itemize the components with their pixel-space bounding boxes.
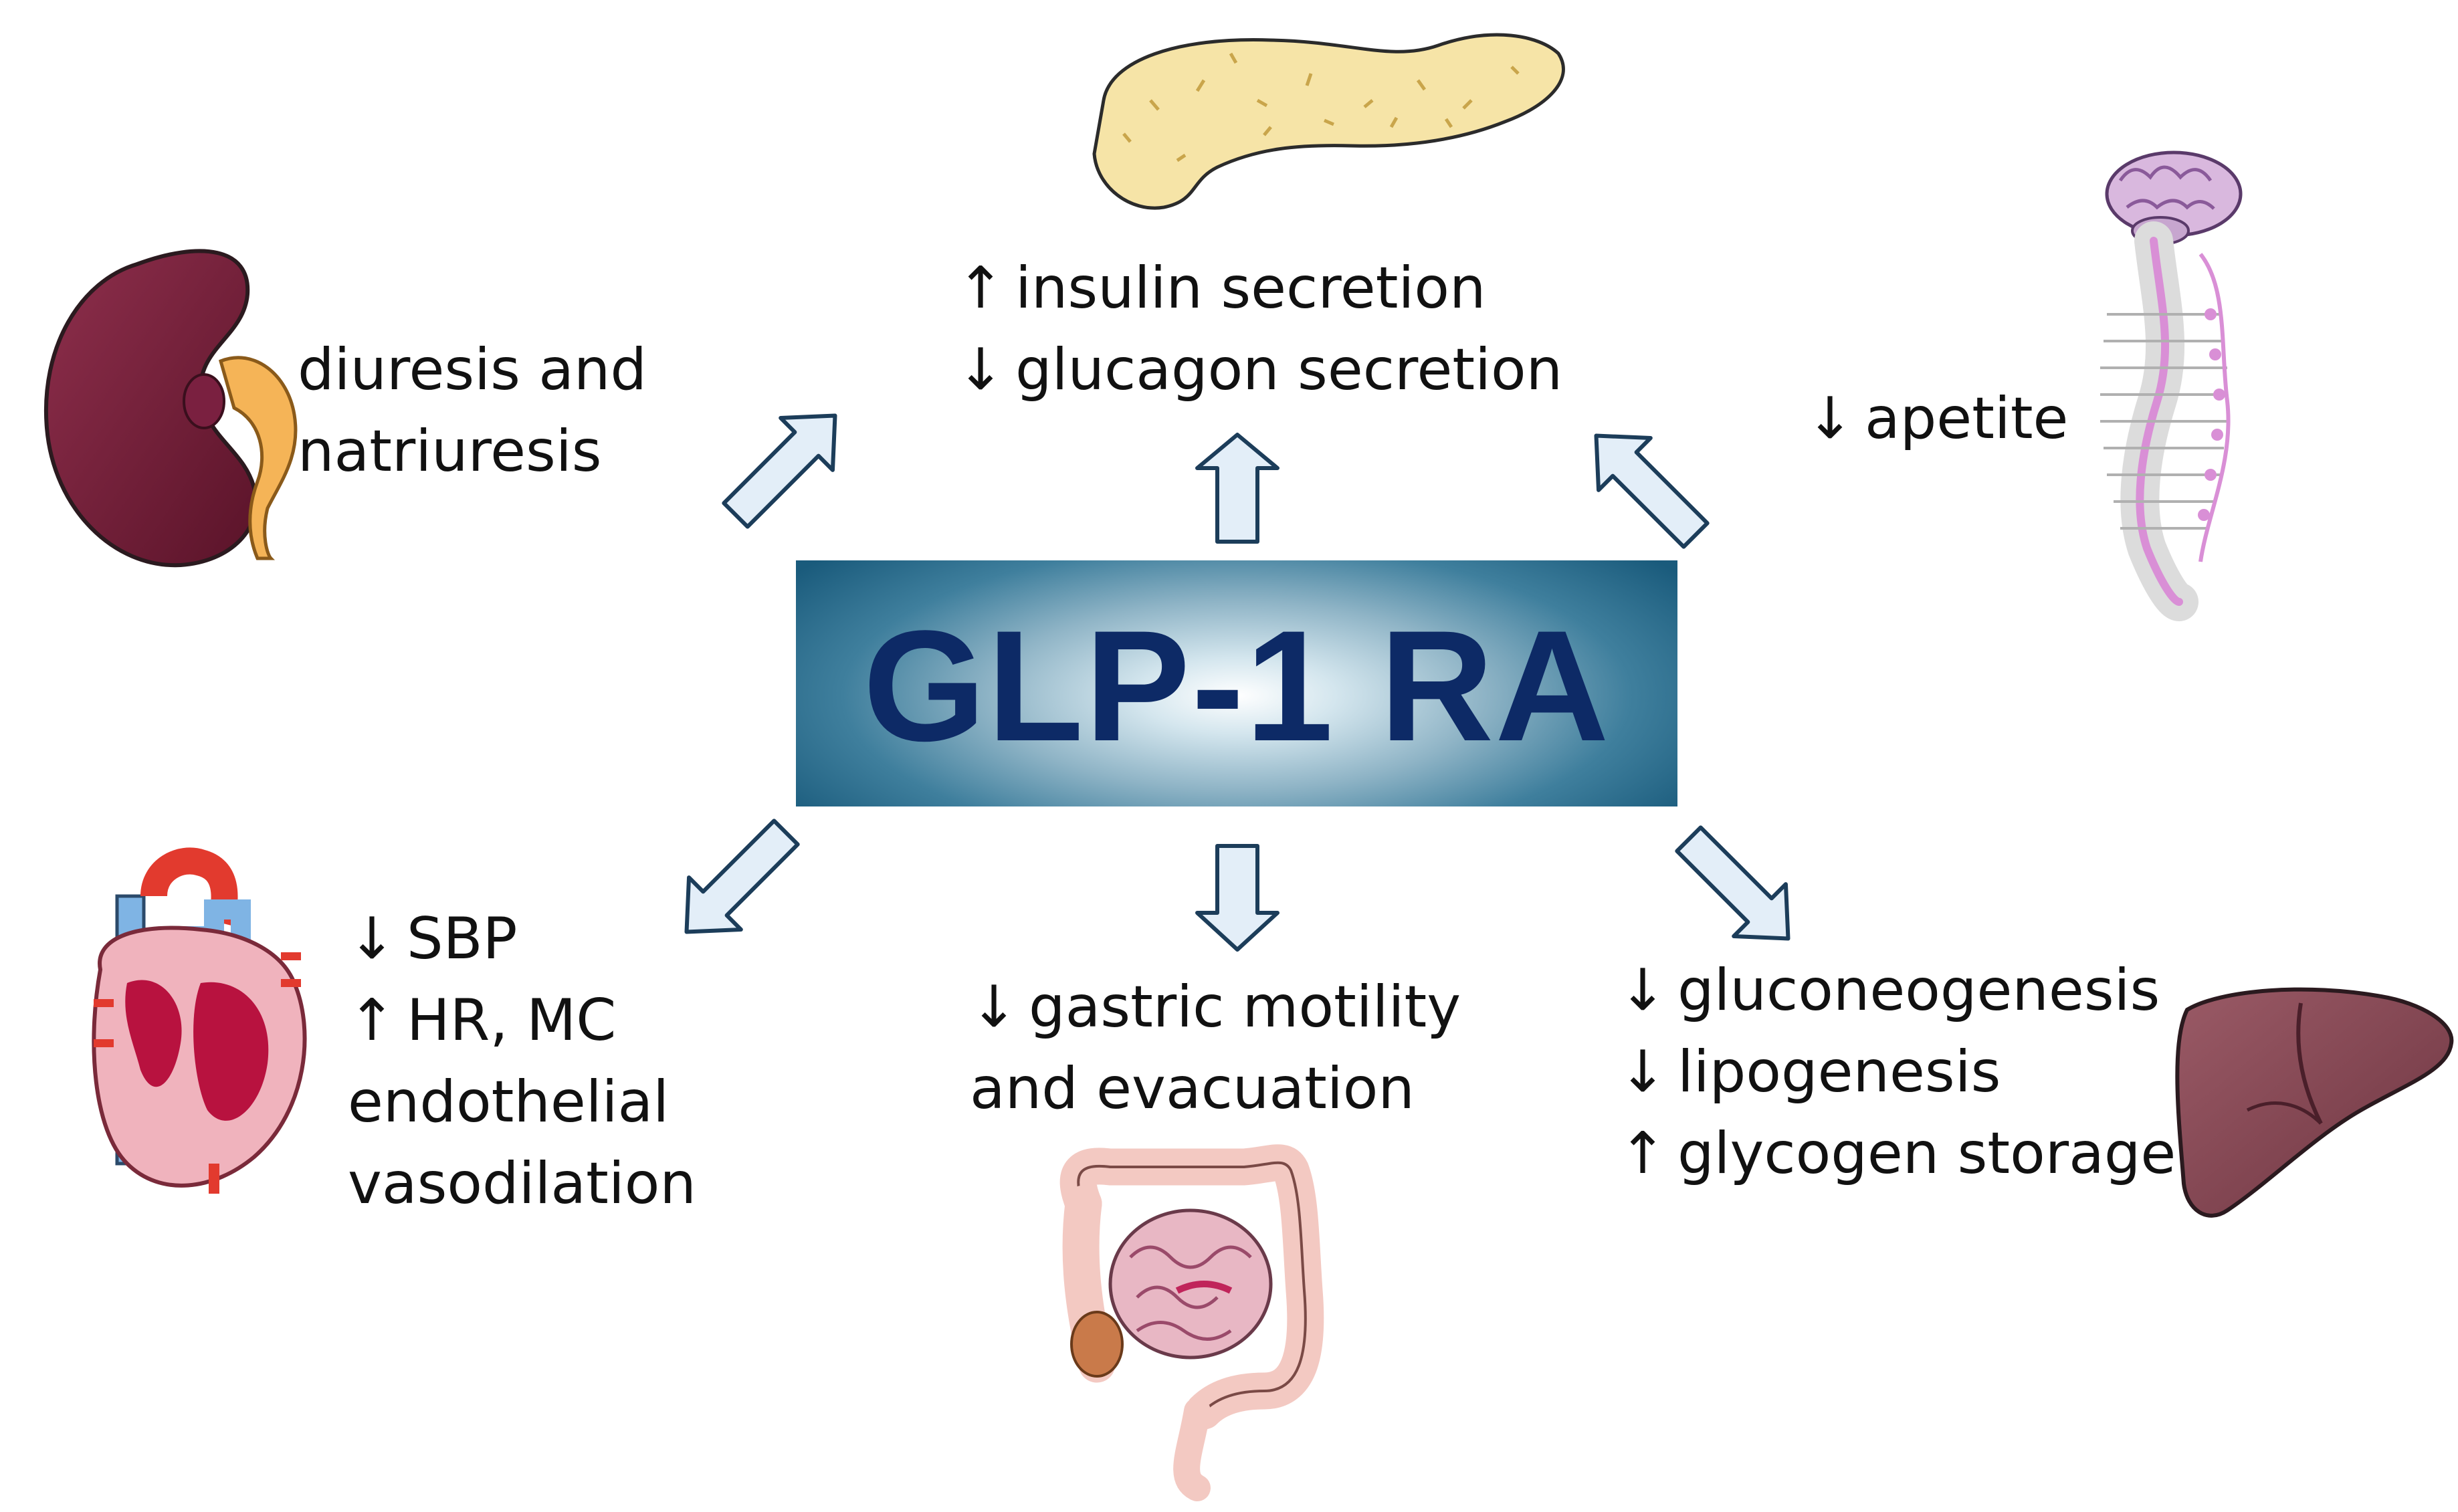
effect-line: vasodilation	[348, 1150, 696, 1217]
effect-line: endothelial	[348, 1069, 670, 1136]
decrease-arrow-icon: ↓	[1806, 385, 1855, 452]
effect-text: gluconeogenesis	[1677, 957, 2160, 1024]
increase-arrow-icon: ↑	[1619, 1120, 1667, 1187]
arrow-up-right	[1594, 433, 1710, 549]
heart-icon	[92, 847, 307, 1194]
heart-effects: ↓SBP ↑HR, MC endothelial vasodilation	[348, 898, 696, 1224]
arrow-down	[1195, 844, 1279, 952]
effect-line: ↑insulin secretion	[956, 247, 1562, 329]
kidney-effects: diuresis and natriuresis	[298, 329, 647, 492]
effect-line: ↓apetite	[1806, 378, 2068, 459]
effect-text: SBP	[407, 905, 518, 972]
pancreas-icon	[1092, 33, 1565, 210]
intestine-icon	[1059, 1144, 1324, 1501]
decrease-arrow-icon: ↓	[1619, 957, 1667, 1024]
liver-effects: ↓gluconeogenesis ↓lipogenesis ↑glycogen …	[1619, 950, 2176, 1194]
effect-line: ↓gastric motility	[970, 966, 1461, 1048]
decrease-arrow-icon: ↓	[1619, 1039, 1667, 1105]
increase-arrow-icon: ↑	[956, 255, 1005, 322]
center-title-box: GLP-1 RA	[796, 560, 1677, 806]
effect-text: glucagon secretion	[1015, 336, 1563, 403]
brain-spinal-cord-icon	[2100, 150, 2243, 621]
effect-line: ↓SBP	[348, 898, 696, 980]
increase-arrow-icon: ↑	[348, 987, 397, 1054]
gut-effects: ↓gastric motility and evacuation	[970, 966, 1461, 1129]
effect-line: ↑HR, MC	[348, 980, 696, 1061]
effect-line: ↓gluconeogenesis	[1619, 950, 2176, 1031]
effect-line: ↓glucagon secretion	[956, 329, 1562, 411]
arrow-up	[1195, 433, 1279, 544]
effect-line: and evacuation	[970, 1055, 1415, 1122]
decrease-arrow-icon: ↓	[956, 336, 1005, 403]
pancreas-effects: ↑insulin secretion ↓glucagon secretion	[956, 247, 1562, 411]
decrease-arrow-icon: ↓	[970, 974, 1019, 1041]
effect-text: gastric motility	[1029, 974, 1461, 1041]
arrow-down-right	[1675, 825, 1790, 941]
effect-text: insulin secretion	[1015, 255, 1486, 322]
effect-line: ↑glycogen storage	[1619, 1113, 2176, 1194]
liver-icon	[2175, 987, 2454, 1218]
effect-text: lipogenesis	[1677, 1039, 2001, 1105]
effect-line: ↓lipogenesis	[1619, 1031, 2176, 1113]
kidney-icon	[43, 249, 298, 568]
brain-effects: ↓apetite	[1806, 378, 2068, 459]
effect-line: natriuresis	[298, 418, 602, 485]
arrow-up-left	[722, 413, 837, 529]
arrow-down-left	[684, 819, 800, 934]
effect-line: diuresis and	[298, 336, 647, 403]
effect-text: glycogen storage	[1677, 1120, 2176, 1187]
decrease-arrow-icon: ↓	[348, 905, 397, 972]
effect-text: apetite	[1865, 385, 2069, 452]
effect-text: HR, MC	[407, 987, 617, 1054]
diagram-title: GLP-1 RA	[863, 598, 1611, 774]
